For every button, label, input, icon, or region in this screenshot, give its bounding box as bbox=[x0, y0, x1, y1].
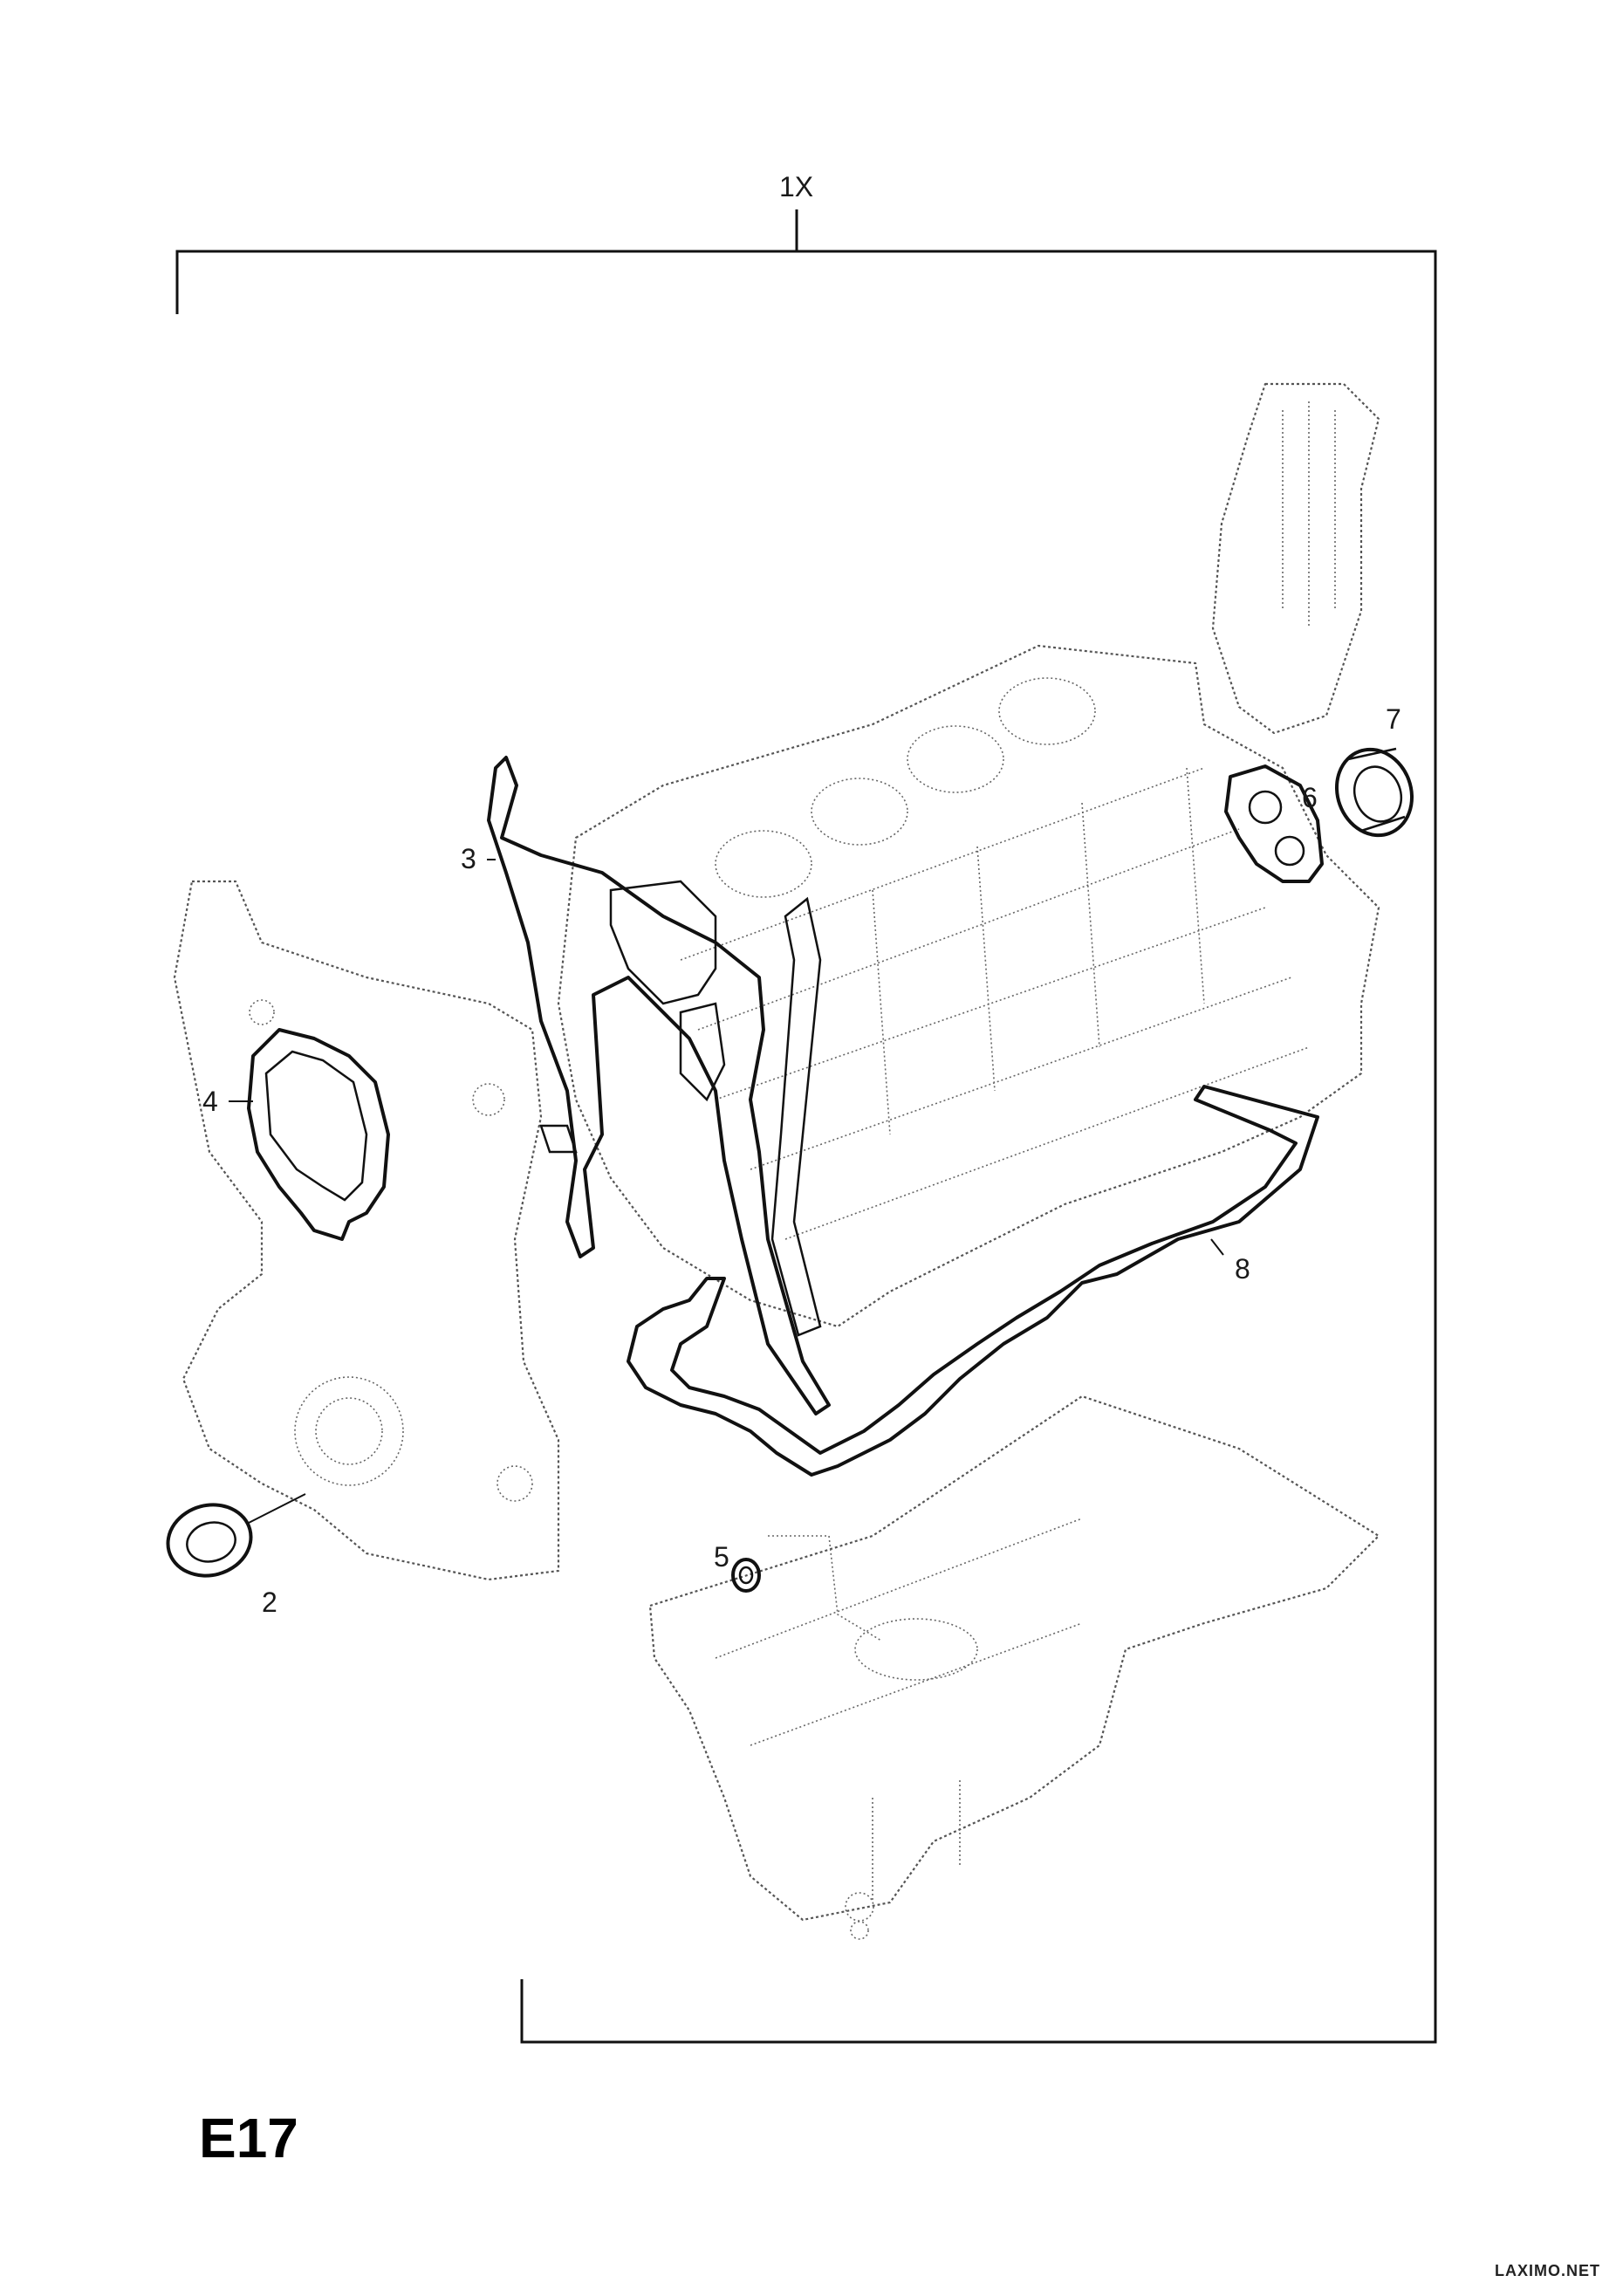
callout-2: 2 bbox=[262, 1587, 277, 1618]
kit-bracket bbox=[175, 209, 1437, 2044]
callout-3: 3 bbox=[461, 843, 476, 874]
page-code: E17 bbox=[199, 2107, 298, 2169]
front-cover-gasket bbox=[487, 756, 831, 1415]
callout-leaders bbox=[229, 859, 1224, 1524]
callout-4: 4 bbox=[202, 1086, 218, 1117]
oil-filter-housing bbox=[1211, 382, 1380, 735]
callout-6: 6 bbox=[1302, 782, 1318, 813]
kit-label: 1X bbox=[779, 171, 814, 202]
oil-pan-gasket bbox=[627, 1085, 1319, 1477]
engine-block bbox=[557, 644, 1380, 1328]
callout-7: 7 bbox=[1386, 703, 1401, 735]
oil-pan bbox=[648, 1395, 1380, 1940]
water-pump-gasket bbox=[247, 1028, 390, 1241]
oil-filter-housing-gasket bbox=[1224, 764, 1324, 883]
seal-ring-2 bbox=[166, 1503, 253, 1578]
callout-8: 8 bbox=[1235, 1253, 1250, 1285]
watermark: LAXIMO.NET bbox=[1495, 2262, 1600, 2279]
seal-ring-5 bbox=[731, 1558, 761, 1593]
timing-cover bbox=[173, 880, 560, 1581]
seal-ring-7 bbox=[1334, 747, 1414, 838]
callout-5: 5 bbox=[714, 1541, 729, 1573]
